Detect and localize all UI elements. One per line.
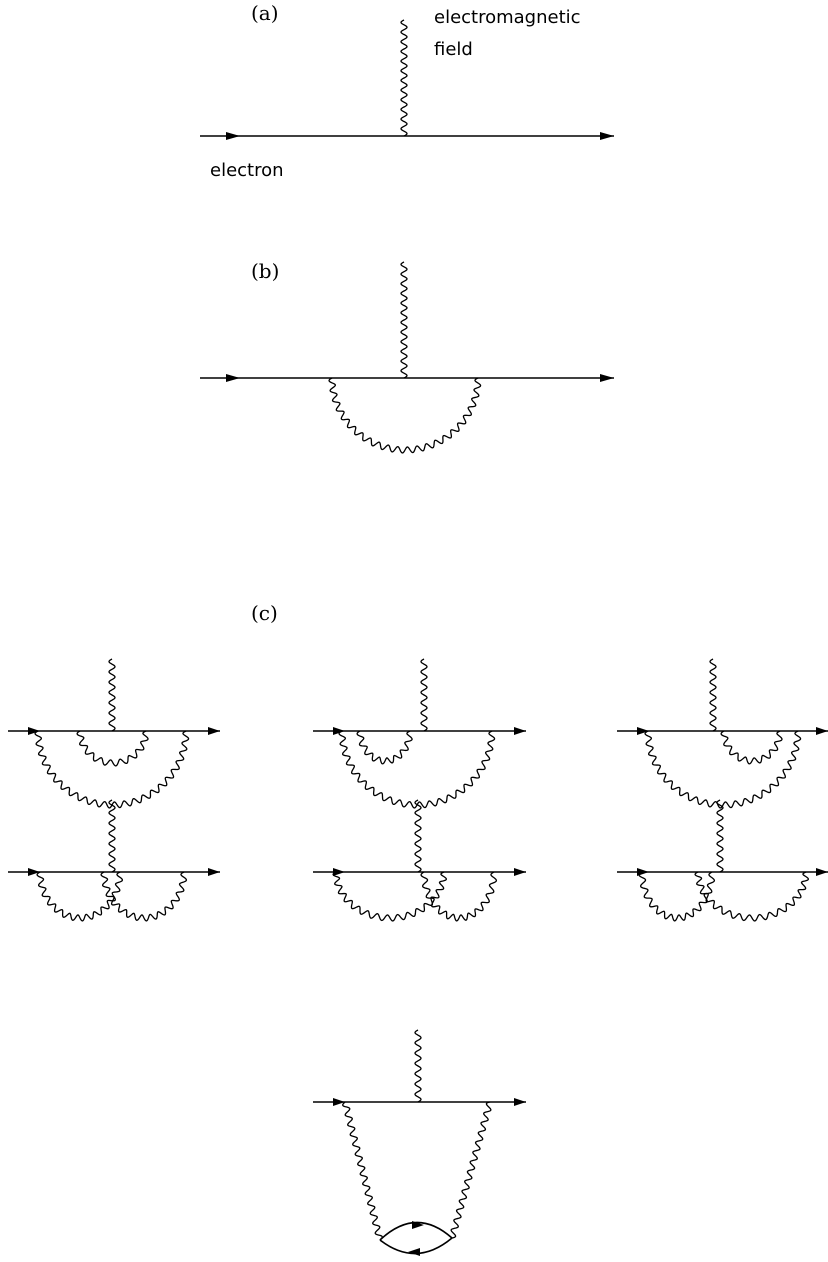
external-photon bbox=[400, 261, 408, 379]
external-photon bbox=[108, 799, 116, 873]
outer-photon-loop bbox=[338, 730, 496, 809]
electron-arrow-incoming bbox=[637, 727, 649, 735]
diagram-c-two-loop-6 bbox=[617, 799, 828, 922]
electron-label: electron bbox=[210, 160, 284, 181]
diagram-a-tree-level bbox=[200, 19, 614, 140]
electron-arrow-incoming bbox=[226, 132, 240, 140]
electron-arrow-incoming bbox=[28, 727, 40, 735]
electron-arrow-outgoing bbox=[514, 868, 526, 876]
electron-arrow-incoming bbox=[28, 868, 40, 876]
electron-arrow-outgoing bbox=[208, 868, 220, 876]
electromagnetic-field-label: electromagnetic bbox=[434, 7, 581, 28]
external-photon bbox=[414, 1029, 422, 1103]
inner-photon-loop bbox=[356, 730, 413, 765]
left-photon-loop bbox=[36, 871, 124, 922]
inner-photon-loop bbox=[720, 730, 783, 765]
external-photon bbox=[400, 19, 408, 137]
panel-label-c: (c) bbox=[251, 601, 278, 625]
virtual-photon-loop bbox=[328, 377, 482, 454]
external-photon bbox=[709, 658, 717, 732]
inner-photon-loop bbox=[76, 730, 149, 767]
photon-leg-left bbox=[342, 1101, 383, 1241]
electron-arrow-outgoing bbox=[816, 727, 828, 735]
external-photon bbox=[414, 799, 422, 873]
electron-arrow-outgoing bbox=[514, 727, 526, 735]
left-photon-loop bbox=[638, 871, 716, 922]
outer-photon-loop bbox=[34, 730, 190, 809]
electromagnetic-field-label-line2: field bbox=[434, 39, 473, 60]
electron-arrow-outgoing bbox=[600, 132, 614, 140]
photon-leg-right bbox=[450, 1101, 492, 1239]
electron-arrow-outgoing bbox=[600, 374, 614, 382]
panel-label-a: (a) bbox=[251, 1, 279, 25]
electron-arrow-incoming bbox=[333, 868, 345, 876]
fermion-loop-arrow-lower bbox=[408, 1248, 420, 1256]
electron-arrow-outgoing bbox=[816, 868, 828, 876]
electron-arrow-incoming bbox=[333, 727, 345, 735]
external-photon bbox=[108, 658, 116, 732]
electron-arrow-incoming bbox=[226, 374, 240, 382]
right-photon-loop bbox=[100, 871, 188, 922]
right-photon-loop bbox=[694, 871, 810, 922]
diagram-c-two-loop-1 bbox=[8, 658, 220, 809]
electron-arrow-outgoing bbox=[514, 1098, 526, 1106]
external-photon bbox=[420, 658, 428, 732]
diagram-c-two-loop-4 bbox=[8, 799, 220, 922]
fermion-loop-arrow-upper bbox=[412, 1221, 424, 1229]
external-photon bbox=[716, 799, 724, 873]
diagram-b-one-loop bbox=[200, 261, 614, 454]
diagram-c-two-loop-5 bbox=[313, 799, 526, 922]
diagram-c-two-loop-3 bbox=[617, 658, 828, 809]
right-photon-loop bbox=[420, 871, 498, 922]
electron-arrow-outgoing bbox=[208, 727, 220, 735]
diagram-c-two-loop-2 bbox=[313, 658, 526, 809]
outer-photon-loop bbox=[644, 730, 802, 809]
panel-label-b: (b) bbox=[251, 259, 279, 283]
diagram-c-two-loop-vacuum-polarization bbox=[313, 1029, 526, 1256]
left-photon-loop bbox=[332, 871, 448, 922]
electron-arrow-incoming bbox=[333, 1098, 345, 1106]
